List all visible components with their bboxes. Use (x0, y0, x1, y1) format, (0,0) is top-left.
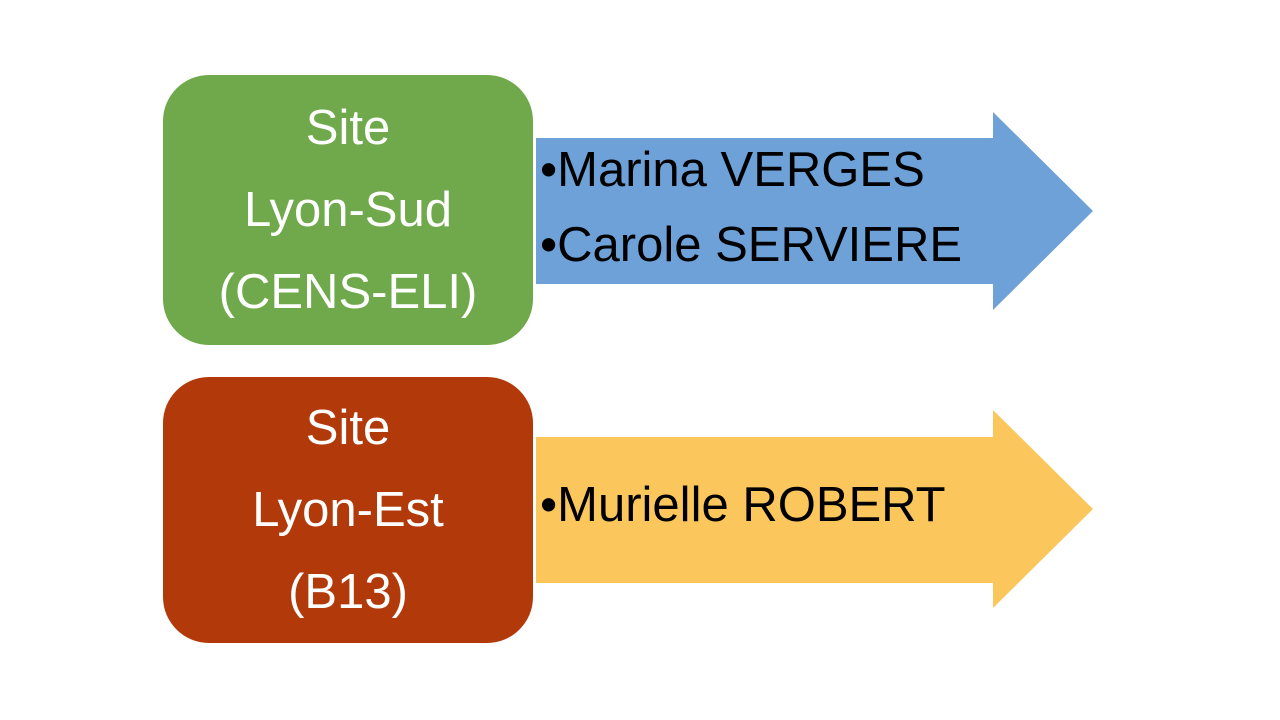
member-item: •Murielle ROBERT (540, 468, 1094, 543)
member-list-lyon-est: •Murielle ROBERT (540, 430, 1094, 580)
site-box-lyon-sud: Site Lyon-Sud (CENS-ELI) (163, 75, 533, 345)
arrow-shape-lyon-est (536, 410, 1093, 608)
member-name: Marina VERGES (557, 143, 925, 197)
member-item: •Marina VERGES (540, 133, 1094, 208)
site-box-line: Lyon-Sud (244, 183, 452, 237)
member-list-lyon-sud: •Marina VERGES •Carole SERVIERE (540, 133, 1094, 283)
site-box-line: Site (305, 101, 391, 155)
site-box-line: (CENS-ELI) (218, 265, 478, 319)
bullet-marker: • (540, 218, 558, 272)
member-name: Carole SERVIERE (557, 218, 963, 272)
site-box-lyon-est: Site Lyon-Est (B13) (163, 377, 533, 643)
site-box-line: Lyon-Est (252, 483, 444, 537)
site-box-line: (B13) (288, 565, 408, 619)
arrow-polygon-yellow (536, 410, 1093, 608)
arrow-shape-lyon-sud (536, 112, 1093, 310)
site-box-line: Site (305, 401, 391, 455)
arrow-polygon-blue (536, 112, 1093, 310)
bullet-marker: • (540, 477, 558, 532)
member-name: Murielle ROBERT (557, 477, 946, 532)
bullet-marker: • (540, 143, 558, 197)
member-item: •Carole SERVIERE (540, 208, 1094, 283)
